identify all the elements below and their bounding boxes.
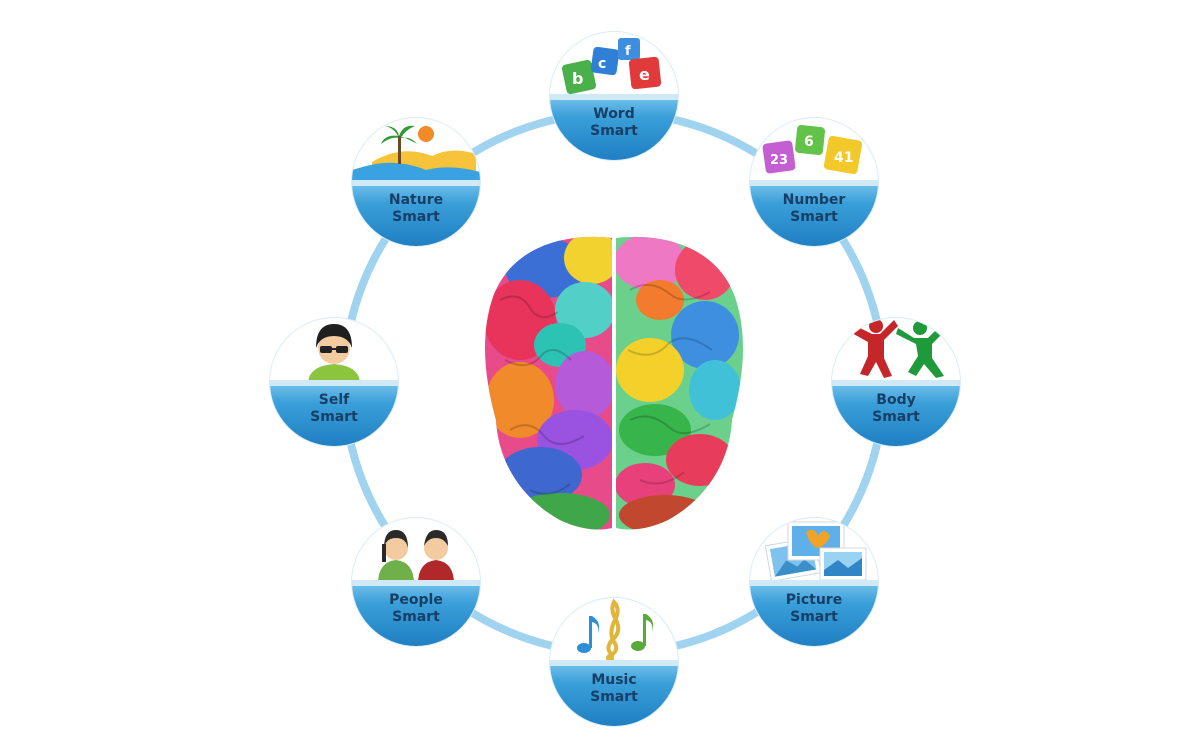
label-line-1: Nature bbox=[388, 192, 444, 208]
number-blocks-icon: 23 6 41 bbox=[762, 125, 863, 175]
label-line-2: Smart bbox=[392, 609, 440, 625]
label-line-2: Smart bbox=[790, 609, 838, 625]
letter-blocks-icon: b c f e bbox=[561, 38, 662, 95]
node-label: Self Smart bbox=[270, 392, 398, 426]
label-line-2: Smart bbox=[392, 209, 440, 225]
node-label: Body Smart bbox=[832, 392, 960, 426]
label-line-1: People bbox=[389, 592, 443, 608]
label-band bbox=[352, 180, 480, 246]
node-label: Nature Smart bbox=[352, 192, 480, 226]
label-line-2: Smart bbox=[310, 409, 358, 425]
node-picture-smart: Picture Smart bbox=[750, 518, 878, 646]
jumping-kids-icon bbox=[850, 319, 948, 378]
svg-text:b: b bbox=[572, 69, 583, 88]
label-line-1: Picture bbox=[785, 592, 843, 608]
svg-text:e: e bbox=[639, 65, 650, 84]
svg-text:f: f bbox=[625, 44, 631, 59]
node-label: Number Smart bbox=[750, 192, 878, 226]
beach-landscape-icon bbox=[352, 125, 480, 184]
label-line-1: Body bbox=[876, 392, 916, 408]
label-line-1: Number bbox=[782, 192, 846, 208]
svg-text:c: c bbox=[598, 56, 606, 72]
node-label: Picture Smart bbox=[750, 592, 878, 626]
label-line-2: Smart bbox=[590, 689, 638, 705]
label-band bbox=[750, 180, 878, 246]
label-line-2: Smart bbox=[590, 123, 638, 139]
label-line-1: Music bbox=[591, 672, 637, 688]
label-line-2: Smart bbox=[790, 209, 838, 225]
node-nature-smart: Nature Smart bbox=[352, 118, 480, 246]
person-face-icon bbox=[308, 324, 360, 384]
node-word-smart: b c f e Word Smart bbox=[550, 32, 678, 160]
node-people-smart: People Smart bbox=[352, 518, 480, 646]
node-label: Word Smart bbox=[550, 106, 678, 140]
node-music-smart: Music Smart bbox=[550, 598, 678, 726]
label-line-1: Self bbox=[318, 392, 350, 408]
node-label: People Smart bbox=[352, 592, 480, 626]
label-band bbox=[832, 380, 960, 446]
node-body-smart: Body Smart bbox=[832, 318, 960, 446]
label-band bbox=[270, 380, 398, 446]
label-line-1: Word bbox=[593, 106, 635, 122]
label-band bbox=[352, 580, 480, 646]
node-number-smart: 23 6 41 Number Smart bbox=[750, 118, 878, 246]
svg-text:6: 6 bbox=[804, 134, 814, 150]
label-band bbox=[550, 94, 678, 160]
svg-text:23: 23 bbox=[770, 153, 788, 168]
label-band bbox=[750, 580, 878, 646]
node-self-smart: Self Smart bbox=[270, 318, 398, 446]
svg-text:41: 41 bbox=[834, 150, 853, 166]
label-band bbox=[550, 660, 678, 726]
photos-icon bbox=[764, 521, 867, 582]
label-line-2: Smart bbox=[872, 409, 920, 425]
node-label: Music Smart bbox=[550, 672, 678, 706]
two-people-icon bbox=[378, 530, 454, 584]
music-notes-icon bbox=[577, 598, 654, 662]
